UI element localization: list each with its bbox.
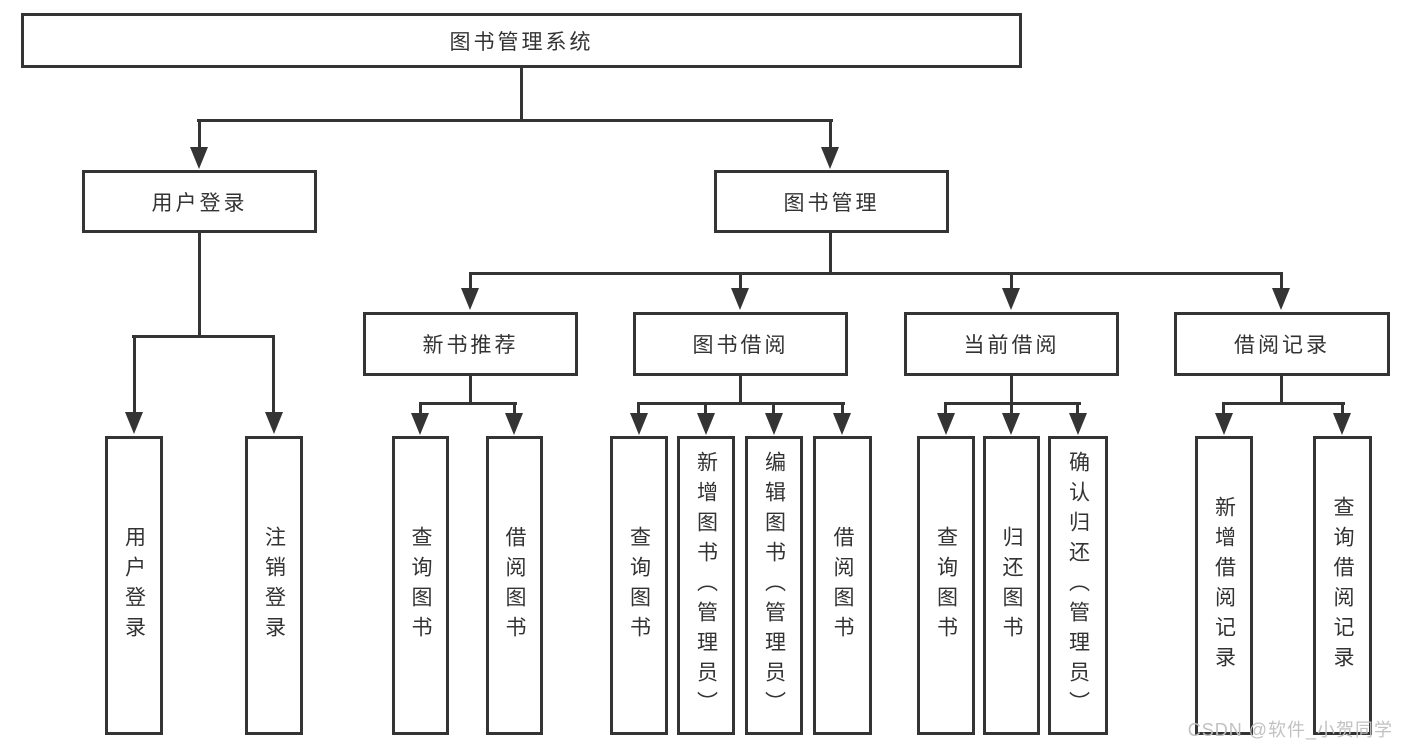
connector-sec3-stem (1280, 376, 1283, 404)
node-new-book-recommend: 新书推荐 (363, 312, 578, 376)
connector-sec1-drop-4 (841, 402, 844, 413)
connector-sec1-bar (637, 402, 845, 405)
leaf-recommend-borrow-books-label: 借阅图书 (503, 525, 526, 646)
node-current-borrow-label: 当前借阅 (963, 334, 1060, 357)
csdn-watermark: CSDN @软件_小贺同学 (1187, 720, 1393, 740)
leaf-borrow-borrow-books: 借阅图书 (813, 436, 872, 735)
arrow-down-icon (1272, 288, 1290, 310)
leaf-current-query-books: 查询图书 (917, 436, 975, 735)
connector-userlogin-drop-2 (272, 335, 275, 412)
connector-userlogin-stem (198, 233, 201, 338)
arrow-down-icon (125, 412, 143, 434)
leaf-current-confirm-return-admin: 确认归还（管理员） (1048, 436, 1108, 735)
connector-sec0-drop-2 (513, 402, 516, 413)
arrow-down-icon (833, 413, 851, 435)
arrow-down-icon (1069, 413, 1087, 435)
arrow-down-icon (937, 413, 955, 435)
connector-sec1-drop-1 (637, 402, 640, 413)
connector-sec2-drop-1 (944, 402, 947, 413)
connector-sec0-stem (469, 376, 472, 404)
connector-sec3-drop-1 (1222, 402, 1225, 413)
leaf-user-login-label: 用户登录 (122, 525, 146, 646)
connector-sec0-drop-1 (419, 402, 422, 413)
connector-bookmgmt-drop-1 (469, 272, 472, 288)
connector-root-drop-right (829, 119, 832, 149)
connector-bookmgmt-drop-2 (739, 272, 742, 288)
node-root: 图书管理系统 (21, 13, 1022, 68)
connector-root-drop-left (198, 119, 201, 149)
node-borrow-records-label: 借阅记录 (1234, 334, 1330, 357)
node-current-borrow: 当前借阅 (904, 312, 1119, 376)
node-root-label: 图书管理系统 (449, 30, 594, 54)
arrow-down-icon (505, 413, 523, 435)
node-book-borrow: 图书借阅 (633, 312, 848, 376)
node-borrow-records: 借阅记录 (1174, 312, 1390, 376)
connector-root-bar (197, 119, 833, 122)
connector-sec3-drop-2 (1341, 402, 1344, 413)
arrow-down-icon (1002, 288, 1020, 310)
node-book-mgmt-label: 图书管理 (783, 191, 880, 215)
arrow-down-icon (411, 413, 429, 435)
connector-sec1-drop-2 (704, 402, 707, 413)
arrow-down-icon (1002, 413, 1020, 435)
leaf-logout: 注销登录 (245, 436, 303, 735)
node-user-login: 用户登录 (82, 170, 317, 233)
leaf-records-query-record-label: 查询借阅记录 (1331, 495, 1354, 676)
leaf-current-confirm-return-admin-label: 确认归还（管理员） (1066, 450, 1090, 721)
leaf-records-add-record: 新增借阅记录 (1195, 436, 1253, 735)
connector-sec2-stem (1010, 376, 1013, 404)
arrow-down-icon (630, 413, 648, 435)
connector-sec3-bar (1222, 402, 1345, 405)
leaf-records-query-record: 查询借阅记录 (1313, 436, 1372, 735)
node-book-borrow-label: 图书借阅 (692, 334, 789, 357)
leaf-borrow-query-books: 查询图书 (610, 436, 668, 735)
leaf-records-add-record-label: 新增借阅记录 (1212, 495, 1236, 676)
leaf-recommend-query-books-label: 查询图书 (409, 525, 432, 646)
arrow-down-icon (265, 412, 283, 434)
connector-bookmgmt-drop-3 (1010, 272, 1013, 288)
leaf-borrow-borrow-books-label: 借阅图书 (831, 525, 854, 646)
leaf-logout-label: 注销登录 (262, 525, 286, 646)
leaf-current-return-books: 归还图书 (983, 436, 1040, 735)
connector-sec1-drop-3 (772, 402, 775, 413)
connector-bookmgmt-drop-4 (1280, 272, 1283, 288)
arrow-down-icon (461, 288, 479, 310)
arrow-down-icon (190, 147, 208, 169)
node-book-mgmt: 图书管理 (714, 170, 949, 233)
connector-sec2-drop-3 (1076, 402, 1079, 413)
arrow-down-icon (821, 147, 839, 169)
node-user-login-label: 用户登录 (151, 191, 248, 215)
leaf-borrow-edit-books-admin-label: 编辑图书（管理员） (762, 450, 786, 721)
leaf-borrow-query-books-label: 查询图书 (627, 525, 651, 646)
leaf-borrow-add-books-admin: 新增图书（管理员） (677, 436, 735, 735)
connector-sec0-bar (419, 402, 517, 405)
connector-sec1-stem (739, 376, 742, 404)
arrow-down-icon (1333, 413, 1351, 435)
connector-bookmgmt-bar (469, 272, 1283, 275)
leaf-user-login: 用户登录 (105, 436, 163, 735)
connector-sec2-drop-2 (1010, 402, 1013, 413)
connector-root-stem (520, 68, 523, 120)
leaf-current-return-books-label: 归还图书 (1000, 525, 1023, 646)
node-new-book-recommend-label: 新书推荐 (422, 334, 519, 357)
leaf-recommend-query-books: 查询图书 (392, 436, 449, 735)
leaf-borrow-add-books-admin-label: 新增图书（管理员） (694, 450, 718, 721)
connector-bookmgmt-stem (829, 233, 832, 275)
connector-userlogin-drop-1 (133, 335, 136, 412)
arrow-down-icon (1215, 413, 1233, 435)
leaf-borrow-edit-books-admin: 编辑图书（管理员） (745, 436, 803, 735)
arrow-down-icon (765, 413, 783, 435)
arrow-down-icon (731, 288, 749, 310)
leaf-recommend-borrow-books: 借阅图书 (486, 436, 543, 735)
leaf-current-query-books-label: 查询图书 (934, 525, 958, 646)
arrow-down-icon (697, 413, 715, 435)
connector-userlogin-bar (132, 335, 275, 338)
